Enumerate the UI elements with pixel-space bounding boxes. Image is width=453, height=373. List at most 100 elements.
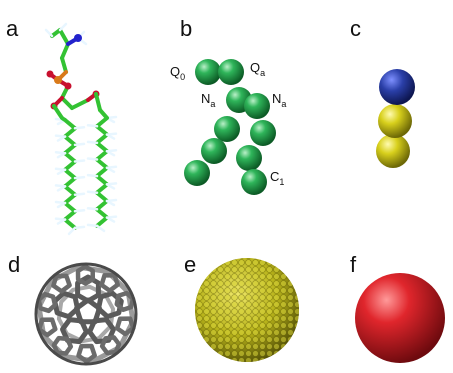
bond: [63, 167, 77, 181]
bond: [56, 135, 67, 142]
cage-ring: [51, 273, 72, 294]
bond: [95, 182, 109, 195]
cage-ring: [60, 317, 89, 345]
cage-ring: [75, 264, 96, 286]
bead-blue-head: [379, 69, 415, 105]
bond: [73, 159, 86, 163]
cage-ring: [75, 274, 101, 304]
panel-letter-f: f: [350, 252, 357, 277]
cage-ring: [96, 290, 124, 320]
bead-tail1-1: [214, 116, 240, 142]
bond: [95, 149, 109, 162]
bond: [63, 126, 77, 139]
bond: [95, 207, 109, 220]
panel-letter-a: a: [6, 16, 19, 41]
bead-label-q0: Q0: [170, 64, 185, 82]
bond: [56, 168, 67, 176]
bond: [56, 185, 67, 192]
bond: [86, 157, 99, 161]
bead-qa: [218, 59, 244, 85]
atom: [64, 82, 72, 90]
cage-outline: [34, 262, 138, 366]
bead-label-na-right: Na: [272, 91, 286, 109]
bead-tail1-3: [184, 160, 210, 186]
panel-letter-d: d: [8, 252, 20, 277]
atom: [54, 76, 62, 84]
panel-letters: a b c d e f: [6, 16, 361, 277]
bond: [63, 176, 77, 189]
bond: [63, 159, 77, 172]
bond: [86, 207, 99, 211]
bond: [63, 184, 77, 197]
coarse-grained-lipid-model: Q0 Qa Na Na C1: [170, 59, 286, 195]
bond: [56, 201, 67, 209]
bond: [86, 190, 99, 194]
panel-letter-b: b: [180, 16, 192, 41]
bond: [98, 108, 109, 120]
bond: [67, 226, 77, 236]
bead-yellow-middle: [378, 104, 412, 138]
bond: [86, 124, 99, 128]
bond: [95, 140, 109, 154]
bond: [44, 28, 54, 38]
bond: [63, 151, 77, 164]
bond: [95, 199, 109, 212]
bond: [50, 28, 62, 38]
bond: [105, 216, 116, 223]
fullerene-cage: [34, 262, 138, 366]
bond: [58, 22, 68, 32]
cage-ring: [36, 317, 58, 338]
cage-ring: [99, 335, 122, 356]
bond: [95, 165, 109, 179]
cage-ring: [51, 335, 74, 356]
bond: [95, 132, 109, 145]
bond: [73, 126, 86, 130]
bead-na-2: [244, 93, 270, 119]
bond: [73, 225, 86, 230]
bond: [105, 199, 116, 207]
bond: [95, 215, 109, 228]
atom: [74, 34, 82, 42]
bead-tail2-2: [236, 145, 262, 171]
panel-letter-e: e: [184, 252, 196, 277]
bond: [56, 218, 67, 225]
bead-tail1-2: [201, 138, 227, 164]
bond: [86, 173, 99, 178]
bond: [105, 183, 116, 190]
red-sphere: [355, 273, 445, 363]
bond: [63, 209, 77, 222]
bond: [86, 223, 99, 228]
bond: [60, 42, 70, 60]
cage-ring: [114, 290, 136, 313]
bead-c1: [241, 169, 267, 195]
bead-label-na-left: Na: [201, 91, 215, 109]
cage-ring: [87, 317, 116, 345]
bond: [58, 28, 70, 46]
bond: [63, 118, 77, 131]
bond: [86, 140, 99, 145]
bond: [95, 174, 109, 187]
bond: [95, 190, 109, 203]
bond: [60, 116, 67, 122]
bond: [95, 224, 106, 233]
bond: [73, 209, 86, 213]
bond: [70, 98, 90, 110]
solid-sphere: [355, 273, 445, 363]
bond: [63, 134, 77, 147]
bond: [73, 142, 86, 147]
bead-label-qa: Qa: [250, 60, 265, 78]
bond: [105, 149, 116, 157]
bond: [94, 92, 102, 112]
bond: [63, 201, 77, 214]
cage-ring: [99, 272, 120, 293]
atom: [46, 70, 54, 78]
bond: [95, 124, 109, 137]
cage-ring: [114, 316, 136, 337]
bond: [63, 192, 77, 205]
bond: [52, 104, 64, 120]
bond: [73, 192, 86, 196]
bond: [73, 175, 86, 180]
cage-ring: [36, 291, 58, 314]
bond: [60, 56, 68, 74]
